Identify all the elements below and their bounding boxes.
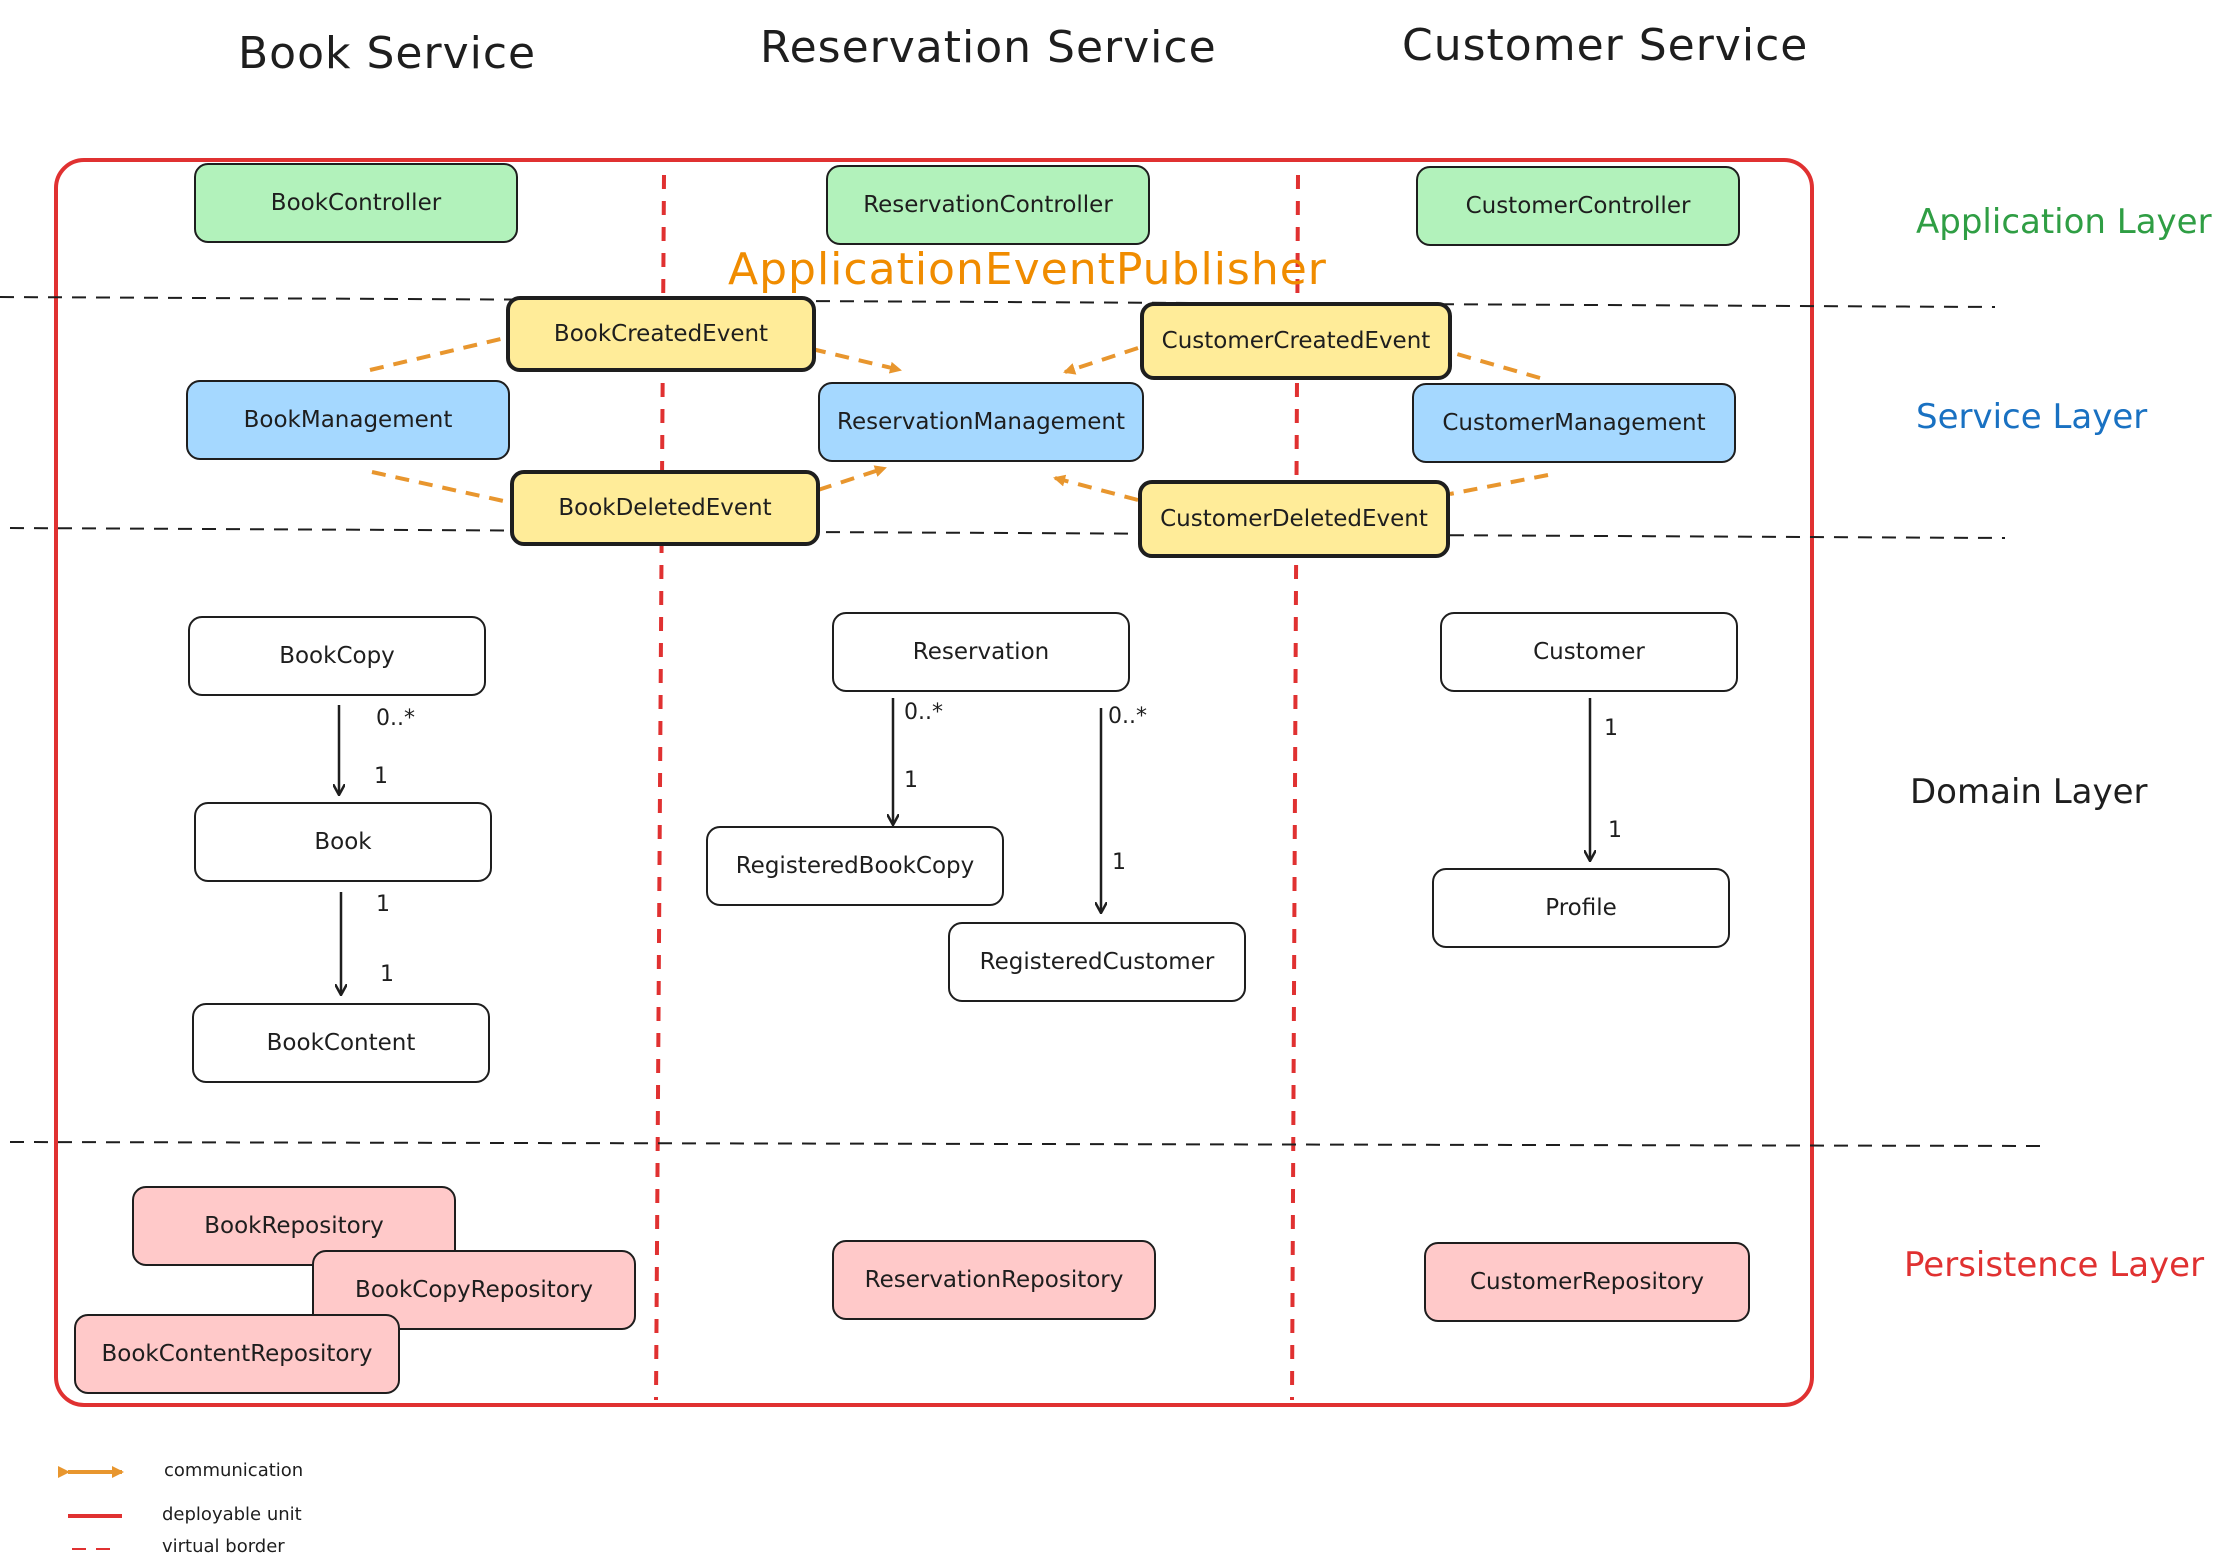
reservation-repository-box: ReservationRepository (832, 1240, 1156, 1320)
registered-customer-box: RegisteredCustomer (948, 922, 1246, 1002)
column-title-customer-service: Customer Service (1402, 20, 1809, 71)
mult-res-copy-target: 1 (904, 768, 918, 793)
column-title-reservation-service: Reservation Service (760, 22, 1217, 73)
layer-label-service: Service Layer (1916, 397, 2148, 437)
comm-bookmgmt-to-deleted (371, 470, 509, 504)
mult-res-cust-target: 1 (1112, 850, 1126, 875)
book-created-event-box: BookCreatedEvent (506, 296, 816, 372)
application-event-publisher-label: ApplicationEventPublisher (728, 244, 1327, 295)
customer-deleted-event-box: CustomerDeletedEvent (1138, 480, 1450, 558)
legend-deployable-unit-label: deployable unit (162, 1504, 302, 1525)
customer-created-event-box: CustomerCreatedEvent (1140, 302, 1452, 380)
profile-box: Profile (1432, 868, 1730, 948)
legend-virtual-border-label: virtual border (162, 1536, 285, 1557)
book-controller-box: BookController (194, 163, 518, 243)
comm-deleted-to-resmgmt (817, 465, 887, 492)
book-management-box: BookManagement (186, 380, 510, 460)
book-copy-repository-box: BookCopyRepository (312, 1250, 636, 1330)
virtual-border-reservation-customer (1290, 174, 1300, 1401)
customer-management-box: CustomerManagement (1412, 383, 1736, 463)
comm-custmgmt-to-custdeleted (1449, 473, 1549, 496)
customer-controller-box: CustomerController (1416, 166, 1740, 246)
layer-separator-app-service (0, 296, 1996, 308)
comm-created-to-resmgmt (811, 347, 902, 374)
mult-cust-profile-target: 1 (1608, 818, 1622, 843)
book-content-repository-box: BookContentRepository (74, 1314, 400, 1394)
registered-book-copy-box: RegisteredBookCopy (706, 826, 1004, 906)
legend-communication-label: communication (164, 1460, 304, 1481)
customer-box: Customer (1440, 612, 1738, 692)
layer-label-application: Application Layer (1916, 202, 2212, 242)
book-box: Book (194, 802, 492, 882)
mult-book-content-target: 1 (380, 962, 394, 987)
comm-custmgmt-to-custcreated (1449, 350, 1541, 380)
virtual-border-book-reservation (654, 174, 666, 1401)
mult-book-content-source: 1 (376, 892, 390, 917)
mult-bookcopy-book-source: 0..* (376, 706, 415, 731)
deployable-unit-frame (54, 158, 1814, 1407)
layer-label-persistence: Persistence Layer (1904, 1245, 2205, 1285)
reservation-controller-box: ReservationController (826, 165, 1150, 245)
book-deleted-event-box: BookDeletedEvent (510, 470, 820, 546)
comm-custcreated-to-resmgmt (1063, 346, 1139, 375)
column-title-book-service: Book Service (238, 28, 537, 79)
mult-bookcopy-book-target: 1 (374, 764, 388, 789)
comm-custdeleted-to-resmgmt (1053, 474, 1139, 502)
reservation-management-box: ReservationManagement (818, 382, 1144, 462)
layer-separator-service-domain (9, 527, 2006, 539)
mult-res-cust-source: 0..* (1108, 704, 1147, 729)
mult-res-copy-source: 0..* (904, 700, 943, 725)
customer-repository-box: CustomerRepository (1424, 1242, 1750, 1322)
layer-separator-domain-persistence (9, 1141, 2041, 1147)
reservation-box: Reservation (832, 612, 1130, 692)
book-content-box: BookContent (192, 1003, 490, 1083)
layer-label-domain: Domain Layer (1910, 772, 2148, 812)
comm-bookmgmt-to-created (369, 336, 506, 372)
book-copy-box: BookCopy (188, 616, 486, 696)
mult-cust-profile-source: 1 (1604, 716, 1618, 741)
